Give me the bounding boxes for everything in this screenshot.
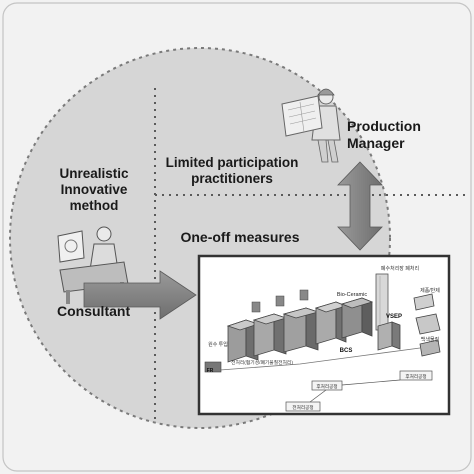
process-box-2-label: 후처리공정 — [405, 373, 426, 380]
manager-double-arrow — [337, 161, 383, 251]
process-label-bcs: BCS — [340, 348, 353, 354]
limited-participation-label: Limited participation practitioners — [165, 155, 299, 187]
process-label-bottom-line: 전처리(혐기성/폐기물질전처리) — [231, 359, 293, 366]
process-label-fr: FR — [207, 368, 214, 374]
process-box-1-label: 후처리공정 — [316, 383, 337, 390]
unrealistic-method-label: Unrealistic Innovative method — [59, 166, 129, 214]
process-label-vsep: VSEP — [386, 314, 402, 320]
process-label-right-1: 제품/반제 — [420, 287, 440, 294]
process-label-right-2: 백색물질 — [421, 336, 440, 343]
consultant-label: Consultant — [57, 303, 131, 319]
consultant-icon — [57, 226, 129, 304]
process-label-top: 폐수처리장 폐처리 — [381, 265, 419, 272]
production-manager-icon — [281, 88, 341, 163]
one-off-measures-label: One-off measures — [180, 229, 300, 245]
process-label-bio-ceramic: Bio-Ceramic — [337, 292, 368, 298]
process-box-3-label: 전처리공정 — [292, 404, 313, 411]
process-diagram: 폐수처리장 폐처리 Bio-Ceramic 제품/반제 백색물질 BCS VSE… — [197, 254, 451, 416]
production-manager-label: Production Manager — [347, 118, 421, 151]
consultant-arrow — [83, 270, 197, 320]
process-label-left: 원수 투입 — [208, 341, 228, 348]
